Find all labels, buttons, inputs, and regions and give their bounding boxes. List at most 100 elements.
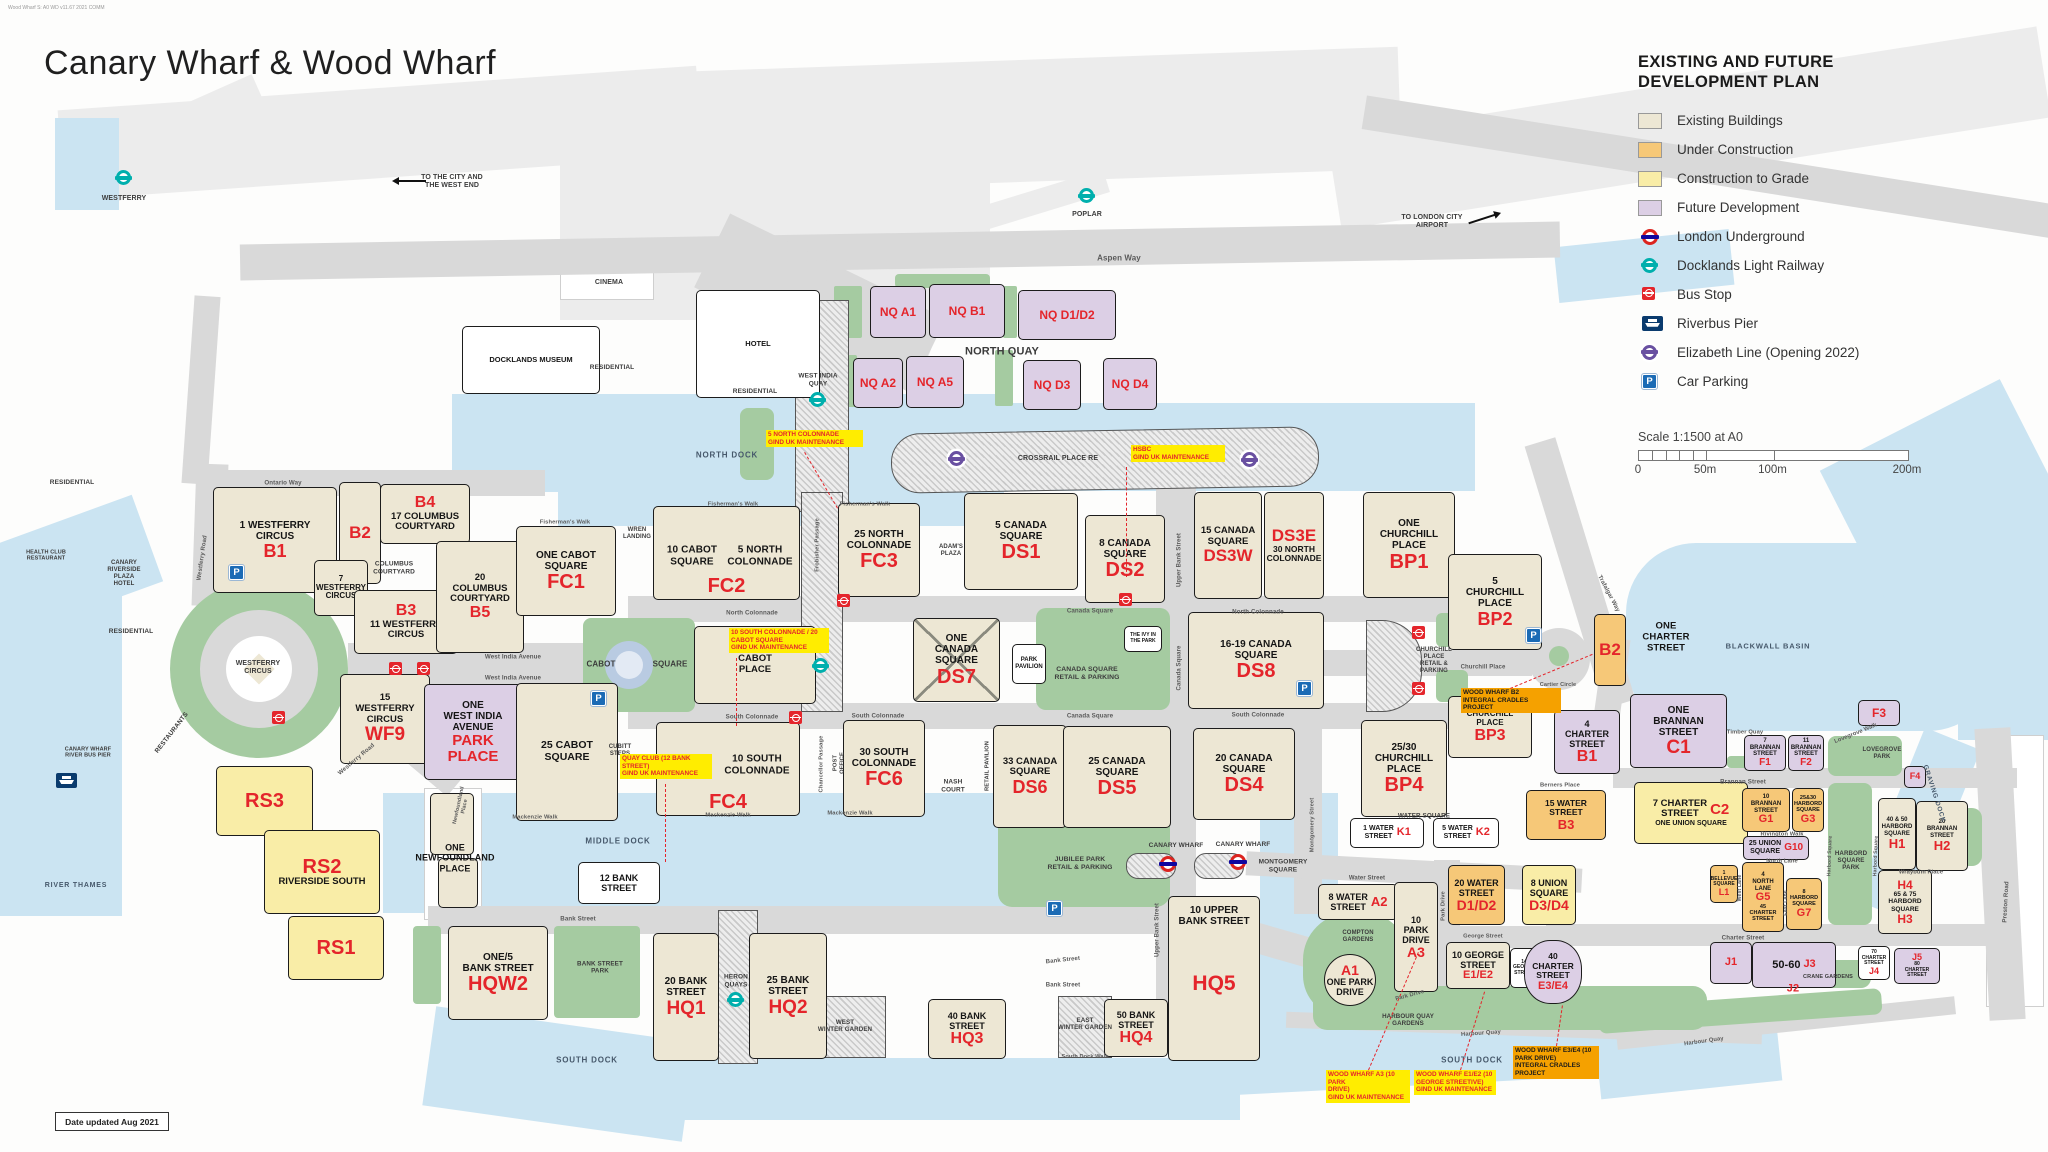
annotation-note-line: DRIVE) <box>1328 1086 1350 1094</box>
map-label: Fisherman's Walk <box>539 519 591 526</box>
building-code: E1/E2 <box>1463 968 1493 981</box>
building-name: 25 CANADA SQUARE <box>1088 755 1146 778</box>
building-code: FC2 <box>707 574 746 597</box>
building-name: 16-19 CANADA SQUARE <box>1220 639 1292 662</box>
map-label: RESIDENTIAL <box>49 479 95 487</box>
building-name: 70 CHARTER STREET <box>1861 949 1887 967</box>
building-f4: F4 <box>1904 766 1926 788</box>
building-code: K2 <box>1475 826 1490 839</box>
building-code: DS1 <box>1001 541 1041 564</box>
building-name: 25&30 HARBORD SQUARE <box>1793 795 1823 814</box>
building-name: CHURCHILL PLACE <box>1466 708 1514 727</box>
map-label: ONE CHARTER STREET <box>1642 620 1690 654</box>
annotation-note-line: STREET) <box>622 762 650 770</box>
building-code: B3 <box>1557 816 1575 832</box>
building-code: HQW2 <box>468 972 528 995</box>
building-park-pavilion: PARK PAVILION <box>1012 644 1046 684</box>
green-area <box>995 350 1013 406</box>
car-parking-icon: P <box>590 690 607 707</box>
building-name: 20 COLUMBUS COURTYARD <box>450 571 510 605</box>
building-name: 15 WESTFERRY CIRCUS <box>355 692 415 725</box>
legend-icon-holder <box>1642 315 1663 332</box>
map-label: MIDDLE DOCK <box>585 836 651 846</box>
building-code: NQ D1/D2 <box>1039 307 1095 322</box>
park-icon: P <box>1638 372 1662 390</box>
underground-station-icon <box>1159 856 1177 872</box>
map-label: RESIDENTIAL <box>589 364 635 372</box>
building-code: DS2 <box>1105 558 1145 581</box>
building-name: 1 WATER STREET <box>1363 825 1394 840</box>
building-name: HOTEL <box>745 338 771 348</box>
building-name: 30 NORTH COLONNADE <box>1266 543 1322 564</box>
map-label: South Colonnade <box>725 713 779 721</box>
building-code: B2 <box>1599 640 1621 660</box>
annotation-note-line: WOOD WHARF E3/E4 (10 <box>1515 1047 1592 1054</box>
map-label: CABOT <box>586 659 616 669</box>
bus-stop-icon <box>272 711 285 724</box>
building-name: 25 NORTH COLONNADE <box>846 528 912 551</box>
map-label: J2 <box>1786 982 1800 995</box>
building-code: F2 <box>1800 756 1812 768</box>
map-label: BLACKWALL BASIN <box>1725 641 1811 651</box>
map-label: Canada Square <box>1176 645 1183 691</box>
building-name: ONE BRANNAN STREET <box>1653 704 1704 738</box>
building-code: FC4 <box>709 790 747 813</box>
legend-item-london-underground: London Underground <box>1638 222 2038 251</box>
legend-icon-holder <box>1641 344 1658 361</box>
building-rs1: RS1 <box>288 916 384 980</box>
scale-tick-label: 0 <box>1634 464 1642 476</box>
legend-icon-holder <box>1641 228 1659 245</box>
building-code: G1 <box>1758 813 1774 826</box>
legend-item-label: Riverbus Pier <box>1677 316 1759 332</box>
map-label: Canada Square <box>1066 607 1114 615</box>
building-j1: J1 <box>1710 942 1752 984</box>
annotation-note-line: PROJECT <box>1463 704 1494 712</box>
building-name: 30 SOUTH COLONNADE <box>851 747 917 770</box>
map-label: WESTFERRY <box>101 194 147 202</box>
annotation-note-line: CABOT SQUARE <box>731 636 783 644</box>
annotation-note-line: GIND UK MAINTENANCE <box>1133 453 1209 461</box>
building-name: 40 & 50 HARBORD SQUARE <box>1881 817 1913 837</box>
dlr-station-icon-bar <box>1078 193 1095 198</box>
bus-icon <box>1642 286 1655 300</box>
map-label: Rivington Walk <box>1760 831 1804 838</box>
building-docklands-museum: DOCKLANDS MUSEUM <box>462 326 600 394</box>
legend-icon-holder: P <box>1641 372 1658 390</box>
building-code: FC6 <box>865 768 903 791</box>
building-name: ONE CABOT SQUARE <box>536 549 596 572</box>
dlr-station-icon <box>727 992 744 1007</box>
building-nq-a2: NQ A2 <box>853 358 903 408</box>
map-label: NORTH QUAY <box>965 345 1039 358</box>
legend-item-under-construction: Under Construction <box>1638 135 2038 164</box>
callout-dashed-line <box>665 784 666 862</box>
map-label: Mackenzie Walk <box>705 812 751 819</box>
map-label: JUBILEE PARK RETAIL & PARKING <box>1047 856 1113 871</box>
building-code: G7 <box>1796 906 1812 919</box>
map-label: COLUMBUS COURTYARD <box>373 560 415 575</box>
legend-swatch-color <box>1638 112 1662 129</box>
callout-dashed-line <box>736 658 737 726</box>
scale-tick-label: 200m <box>1892 464 1922 476</box>
building-code: RS3 <box>245 789 284 812</box>
building-code: F3 <box>1871 705 1886 720</box>
map-label: SQUARE <box>652 659 688 669</box>
map-label: CANARY RIVERSIDE PLAZA HOTEL <box>107 560 141 587</box>
building-name: 33 CANADA SQUARE <box>1002 755 1058 778</box>
